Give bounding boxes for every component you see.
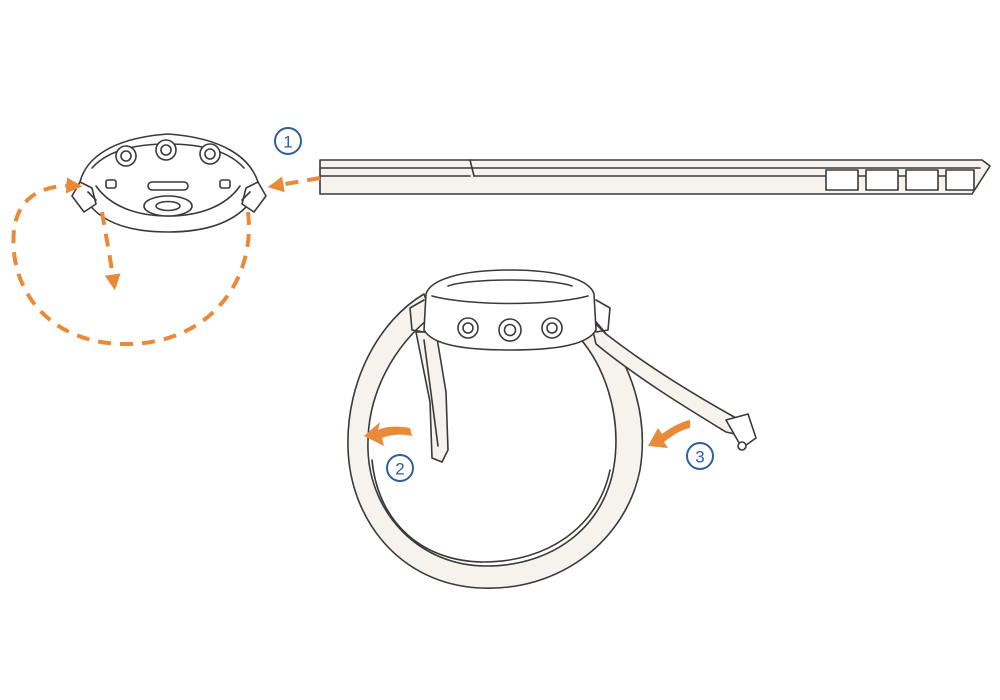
step-marker-2: 2: [386, 454, 414, 482]
arrows-step-2-3: [364, 420, 690, 448]
arrow-icon: [648, 420, 690, 448]
step-number: 1: [283, 133, 292, 152]
arrow-icon: [267, 176, 321, 193]
step-marker-1: 1: [274, 127, 302, 155]
step-marker-3: 3: [686, 442, 714, 470]
arrow-icon: [364, 422, 412, 446]
watch-buttons-side: [457, 317, 563, 342]
watch-buttons: [115, 139, 221, 167]
arrows-step-1: [11, 176, 321, 347]
watch-on-wrist-view: [347, 269, 757, 589]
step-number: 3: [695, 448, 704, 467]
strap-straight: [319, 159, 991, 195]
arrow-icon: [100, 211, 121, 291]
step-number: 2: [395, 460, 404, 479]
arrow-icon: [11, 177, 251, 347]
